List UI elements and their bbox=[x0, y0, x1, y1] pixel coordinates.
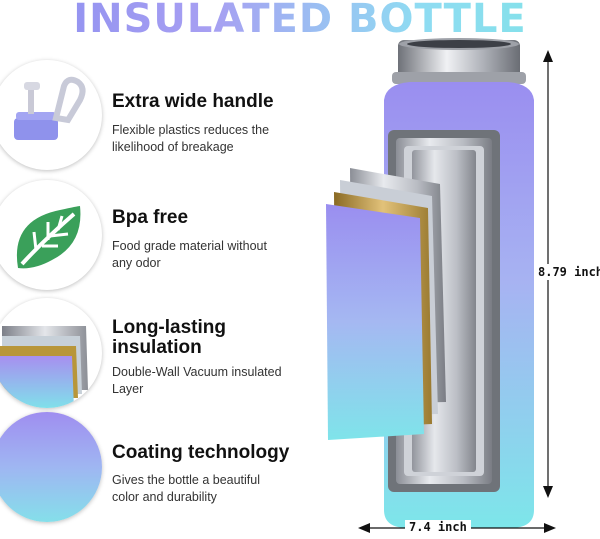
height-dimension-label: 8.79 inch bbox=[538, 264, 600, 280]
layers-icon bbox=[0, 326, 88, 408]
feature-desc-handle: Flexible plastics reduces the likelihood… bbox=[112, 123, 270, 154]
leaf-icon bbox=[16, 206, 81, 269]
lid-handle-icon bbox=[14, 76, 86, 140]
page-title: INSULATED BOTTLE bbox=[0, 0, 600, 42]
width-dimension-label: 7.4 inch bbox=[405, 520, 471, 534]
feature-circle-bpa bbox=[0, 180, 102, 290]
feature-title-coating: Coating technology bbox=[112, 442, 290, 463]
feature-circle-insulation bbox=[0, 298, 102, 408]
feature-title-handle: Extra wide handle bbox=[112, 91, 274, 112]
feature-desc-insulation: Double-Wall Vacuum insulated Layer bbox=[112, 365, 282, 396]
feature-title-bpa: Bpa free bbox=[112, 207, 189, 228]
feature-desc-bpa: Food grade material without any odor bbox=[112, 239, 267, 270]
feature-desc-coating: Gives the bottle a beautiful color and d… bbox=[112, 473, 261, 504]
feature-circle-handle bbox=[0, 60, 102, 170]
gradient-swatch-icon bbox=[0, 412, 102, 522]
